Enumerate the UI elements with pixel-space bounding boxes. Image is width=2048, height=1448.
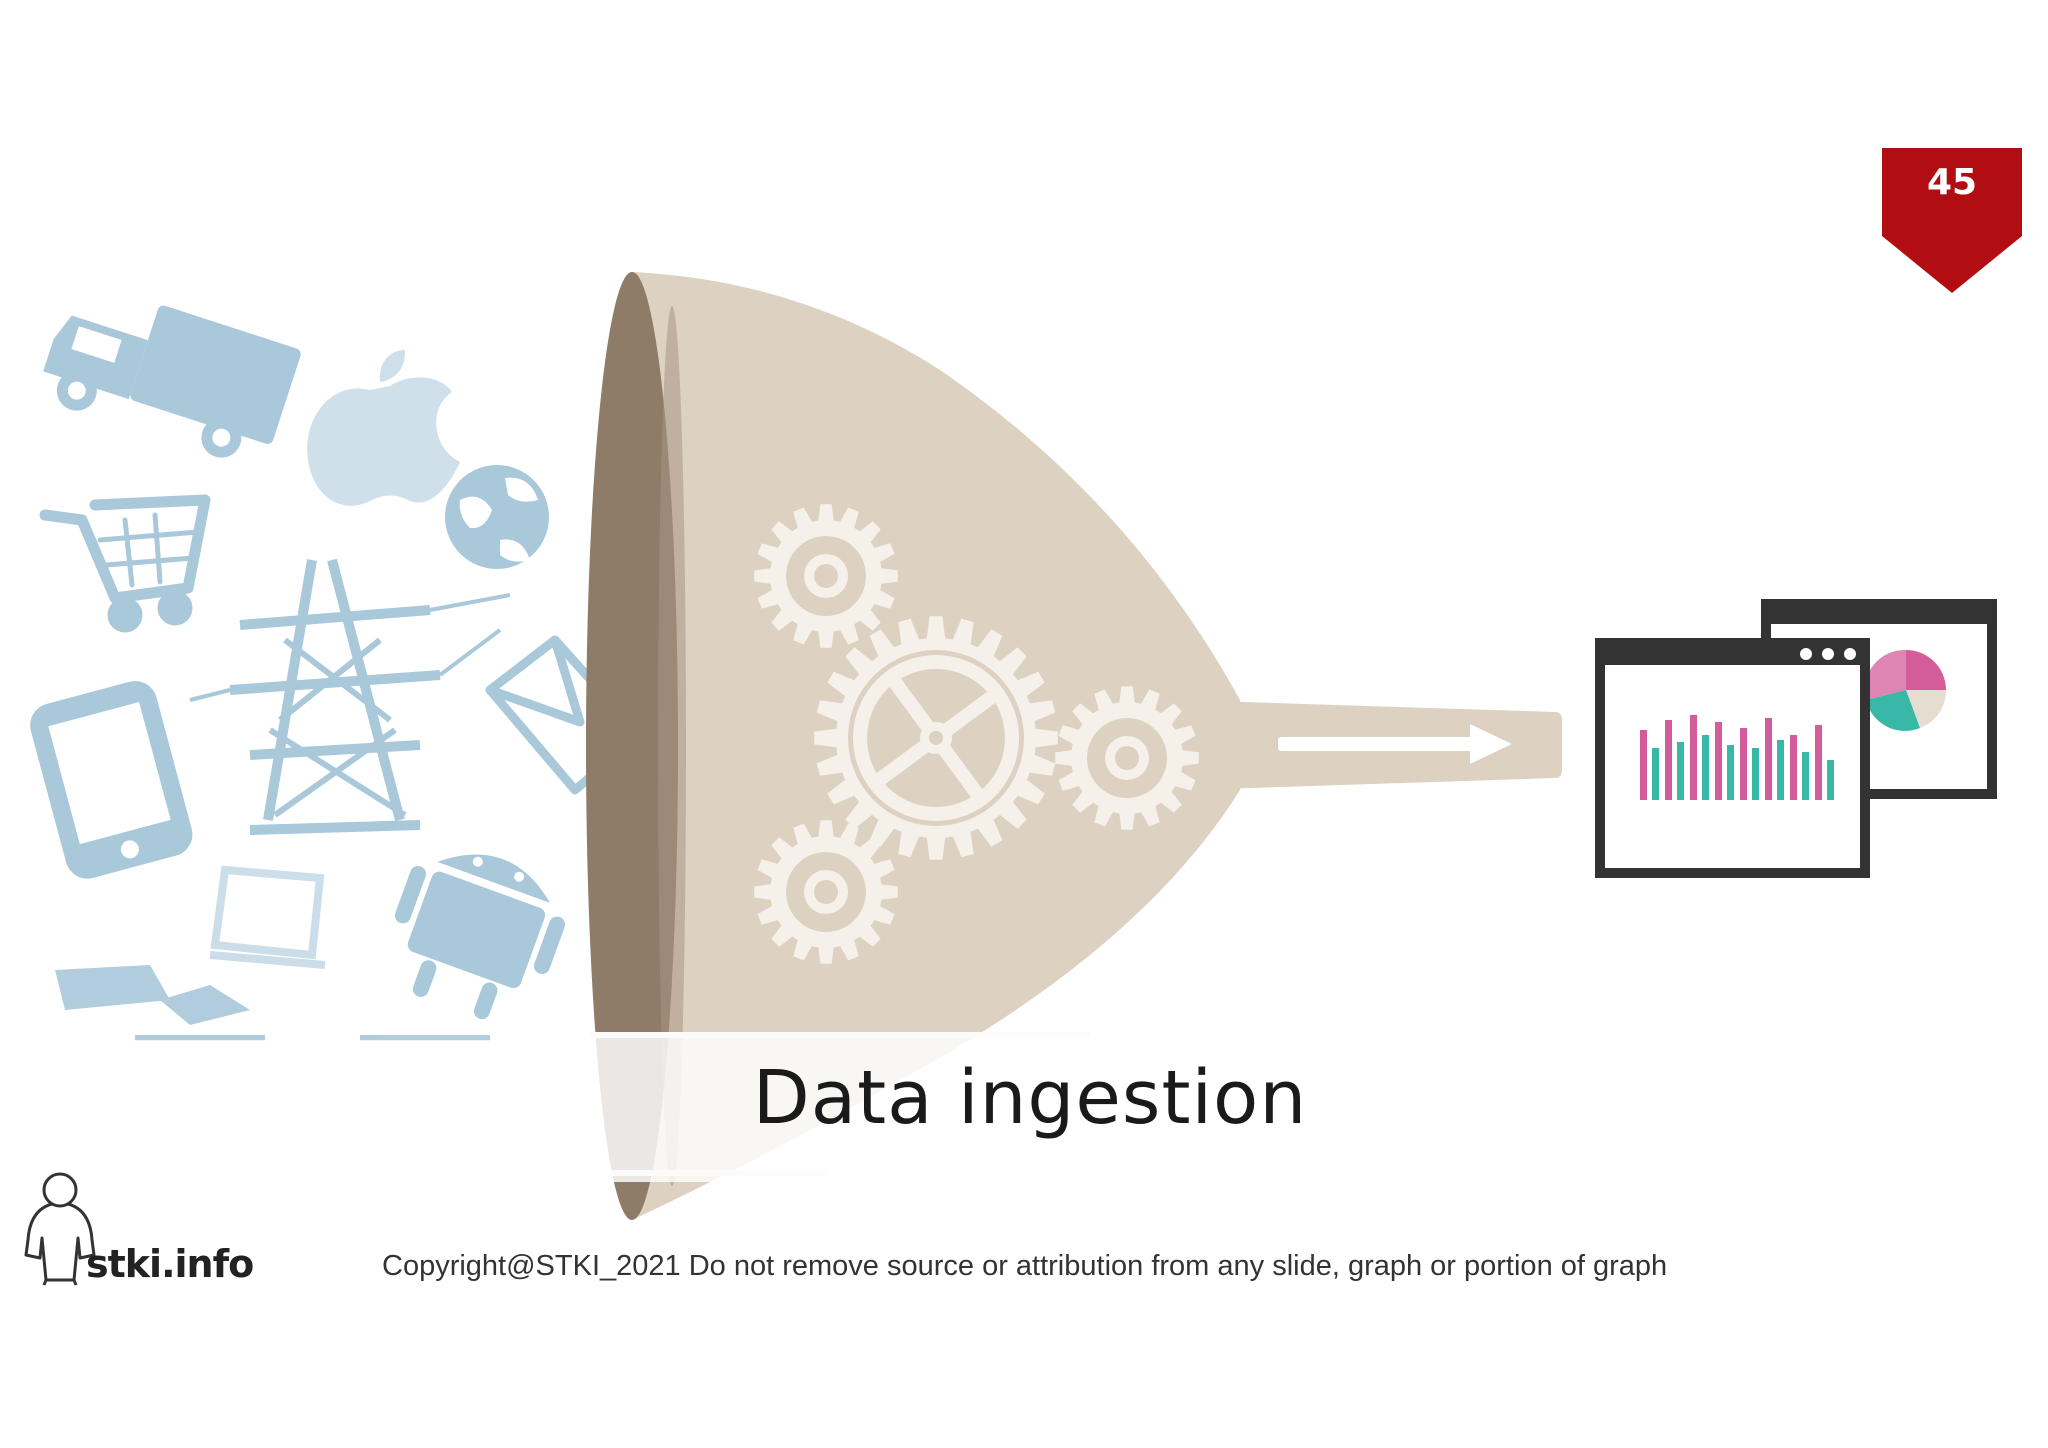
page-number-badge: 45	[1882, 148, 2022, 293]
gear-icon	[814, 616, 1058, 860]
arrow-right-icon	[1278, 724, 1512, 764]
phone-icon	[30, 681, 193, 879]
slide-title: Data ingestion	[752, 1055, 1308, 1141]
shopping-cart-icon	[39, 494, 211, 633]
copyright-notice: Copyright@STKI_2021 Do not remove source…	[382, 1250, 1668, 1282]
android-icon	[394, 854, 566, 1020]
truck-icon	[43, 305, 301, 458]
laptop-icon	[209, 865, 326, 969]
globe-icon	[445, 465, 549, 569]
pie-chart-icon	[1864, 649, 1947, 731]
bar-chart-icon	[1640, 715, 1834, 800]
gear-icon	[1055, 686, 1199, 830]
title-band	[590, 1032, 1900, 1182]
gear-icon	[754, 504, 898, 648]
person-logo-icon	[24, 1172, 96, 1286]
power-tower-icon	[189, 558, 511, 835]
dashboard-window-icon	[1595, 599, 1997, 878]
gear-icon	[754, 820, 898, 964]
apple-icon	[307, 350, 460, 506]
page-number: 45	[1926, 162, 1978, 203]
brand-logo-text: stki.info	[86, 1242, 254, 1286]
